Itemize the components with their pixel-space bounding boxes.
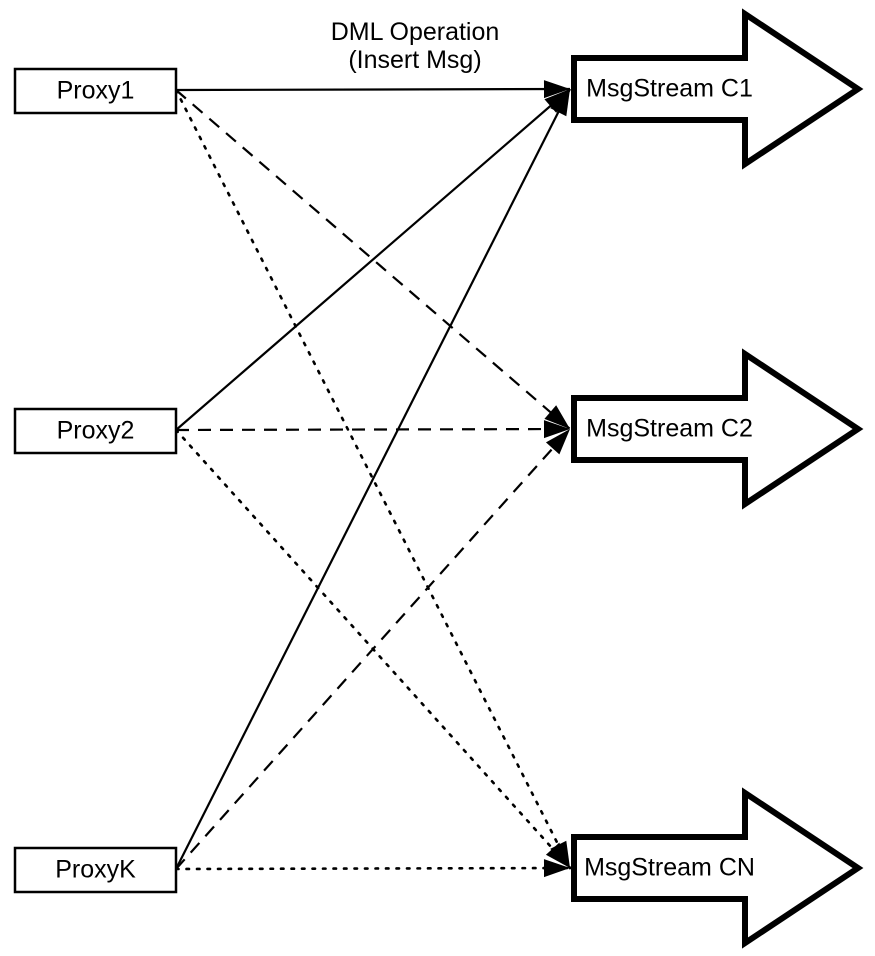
link-proxyk-c2[interactable]: [175, 428, 571, 870]
block-arrow-shape: [571, 8, 864, 170]
link-proxy2-c2[interactable]: [175, 427, 571, 432]
producer-node-proxyk[interactable]: ProxyK: [13, 846, 178, 894]
consumer-label: MsgStream C2: [586, 415, 753, 443]
producer-box-rect: [13, 67, 178, 115]
link-line-solid: [175, 87, 571, 92]
consumer-label: MsgStream CN: [584, 854, 755, 882]
arrowhead-proxyk-c1: [550, 89, 570, 117]
producer-node-proxy1[interactable]: Proxy1: [13, 67, 178, 115]
arrowhead-proxy1-c2: [544, 405, 570, 429]
consumer-node-stream_cn[interactable]: MsgStream CN: [571, 787, 864, 949]
producer-label: Proxy1: [57, 77, 135, 105]
arrowheads-layer: [543, 80, 570, 878]
dml-operation-caption-line2: (Insert Msg): [348, 46, 481, 74]
link-line-dotted: [174, 88, 572, 870]
producer-label: ProxyK: [55, 856, 136, 884]
link-line-dotted: [174, 866, 572, 871]
producer-box-rect: [13, 846, 178, 894]
consumer-label: MsgStream C1: [586, 75, 753, 103]
edge-caption-group: DML Operation (Insert Msg): [331, 18, 500, 74]
link-line-solid: [175, 88, 571, 870]
link-proxyk-cn[interactable]: [174, 866, 572, 871]
consumer-node-stream_c1[interactable]: MsgStream C1: [571, 8, 864, 170]
link-proxyk-c1[interactable]: [175, 88, 571, 870]
consumer-node-stream_c2[interactable]: MsgStream C2: [571, 348, 864, 510]
producer-node-proxy2[interactable]: Proxy2: [13, 407, 178, 455]
link-proxy2-c1[interactable]: [175, 88, 571, 431]
block-arrow-shape: [571, 787, 864, 949]
arrowhead-proxyk-cn: [543, 859, 570, 878]
arrowhead-proxy2-c2: [543, 420, 570, 439]
block-arrow-shape: [571, 348, 864, 510]
link-proxy1-c1[interactable]: [175, 87, 571, 92]
consumer-nodes-layer: MsgStream C1 MsgStream C2 MsgStream CN: [571, 8, 864, 949]
arrowhead-proxy2-c1: [544, 89, 570, 113]
producer-box-rect: [13, 407, 178, 455]
arrowhead-proxy1-c1: [543, 80, 570, 99]
arrowhead-proxyk-c2: [545, 429, 570, 455]
link-line-dashed: [175, 428, 571, 870]
link-proxy1-cn[interactable]: [174, 88, 572, 870]
arrowhead-proxy2-cn: [545, 842, 570, 868]
link-line-dashed: [175, 427, 571, 432]
dml-operation-caption-line1: DML Operation: [331, 18, 500, 46]
connection-links-layer: [174, 87, 572, 871]
link-line-solid: [175, 88, 571, 431]
producer-label: Proxy2: [57, 417, 135, 445]
